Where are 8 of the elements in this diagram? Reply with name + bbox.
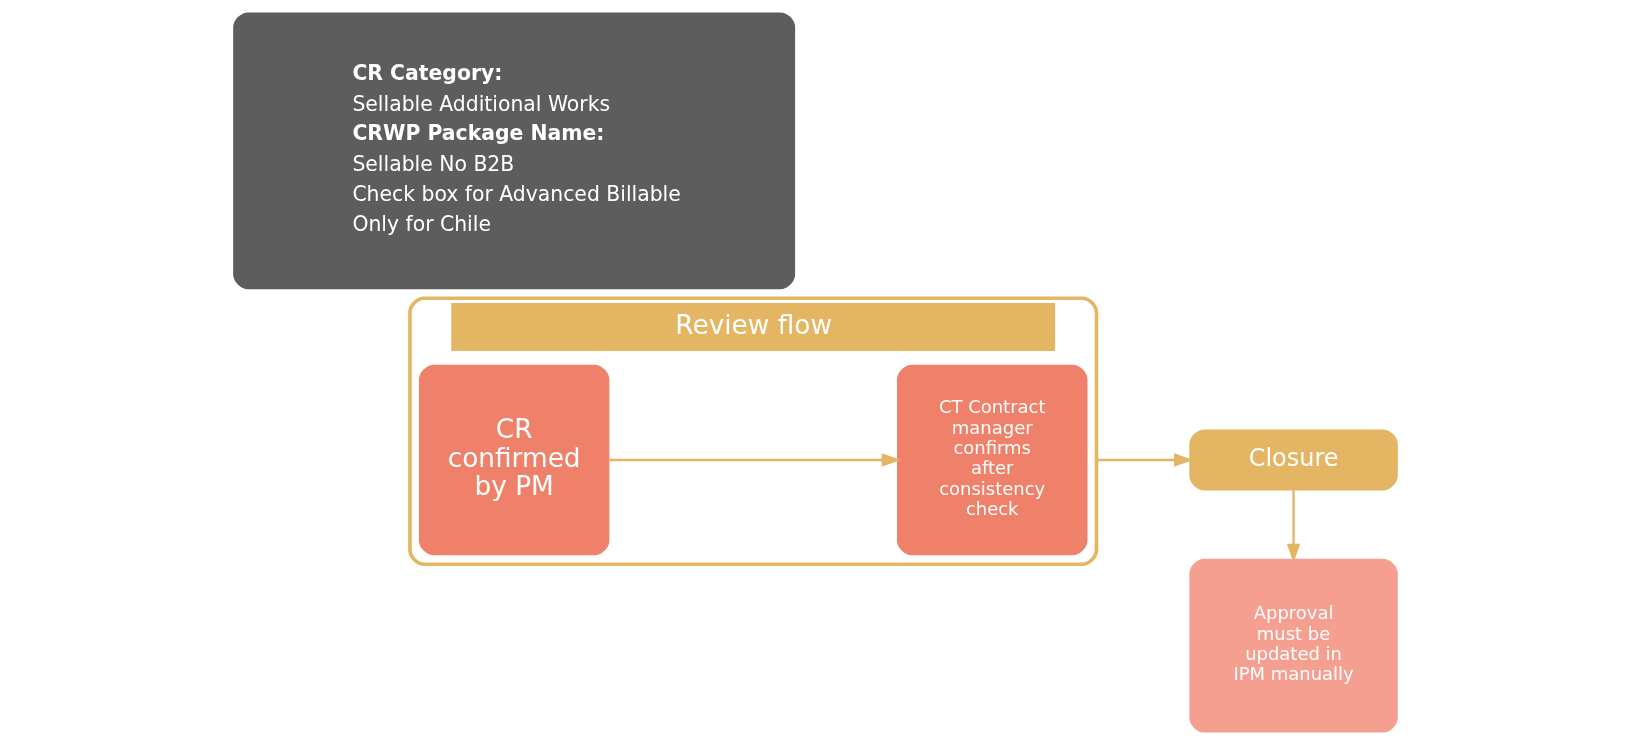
arrow (608, 453, 901, 467)
arrow (1095, 453, 1193, 467)
node-box: CR Category: Sellable Additional Works CRWP Package Name: Sellable No B2B Check box for Advanced Billable Only for Chile (232, 12, 795, 290)
node-box: CT Contract manager confirms after consistency check (896, 364, 1087, 556)
node-box: Approval must be updated in IPM manually (1188, 558, 1398, 733)
node-box: CR confirmed by PM (418, 364, 609, 556)
arrow (1286, 490, 1300, 563)
node-box: Closure (1188, 429, 1398, 491)
